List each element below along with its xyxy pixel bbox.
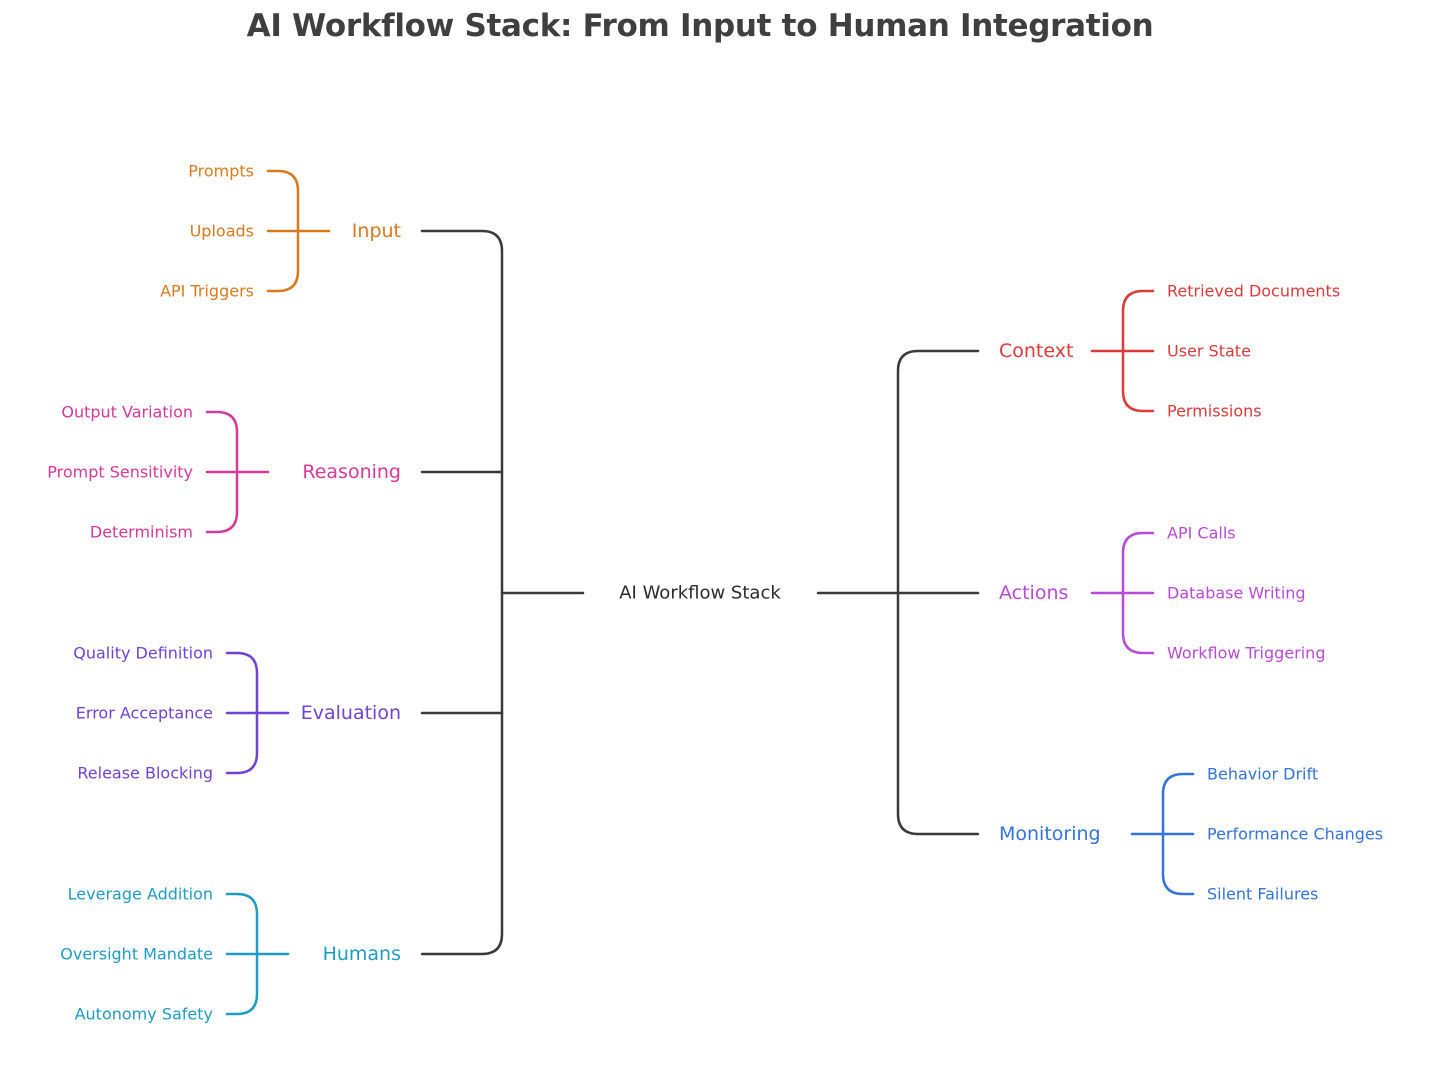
leaf-input-1: Uploads — [190, 222, 254, 241]
leaf-actions-0: API Calls — [1167, 524, 1236, 543]
leaf-monitoring-1: Performance Changes — [1207, 825, 1383, 844]
leaf-humans-0: Leverage Addition — [68, 885, 213, 904]
diagram-labels: AI Workflow Stack Input PromptsUploadsAPI … — [47, 162, 1383, 1024]
leaf-actions-2: Workflow Triggering — [1167, 644, 1325, 663]
category-reasoning: Reasoning — [302, 461, 401, 483]
category-actions: Actions — [999, 582, 1068, 604]
leaf-evaluation-2: Release Blocking — [77, 764, 213, 783]
category-humans: Humans — [323, 943, 401, 965]
leaf-monitoring-0: Behavior Drift — [1207, 765, 1318, 784]
leaf-humans-2: Autonomy Safety — [75, 1005, 213, 1024]
leaf-humans-1: Oversight Mandate — [60, 945, 213, 964]
page-title: AI Workflow Stack: From Input to Human I… — [246, 8, 1154, 44]
leaf-monitoring-2: Silent Failures — [1207, 885, 1318, 904]
leaf-reasoning-2: Determinism — [90, 523, 193, 542]
leaf-input-2: API Triggers — [160, 282, 254, 301]
connector-lines — [205, 169, 1195, 1016]
category-context: Context — [999, 340, 1073, 362]
leaf-reasoning-1: Prompt Sensitivity — [47, 463, 193, 482]
leaf-input-0: Prompts — [188, 162, 254, 181]
category-input: Input — [352, 220, 401, 242]
leaf-actions-1: Database Writing — [1167, 584, 1306, 603]
leaf-evaluation-0: Quality Definition — [73, 644, 213, 663]
leaf-context-0: Retrieved Documents — [1167, 282, 1340, 301]
category-evaluation: Evaluation — [301, 702, 401, 724]
category-monitoring: Monitoring — [999, 823, 1101, 845]
leaf-reasoning-0: Output Variation — [61, 403, 193, 422]
leaf-evaluation-1: Error Acceptance — [76, 704, 213, 723]
leaf-context-1: User State — [1167, 342, 1251, 361]
leaf-context-2: Permissions — [1167, 402, 1262, 421]
left-trunk-connector — [420, 229, 504, 956]
root-node-label: AI Workflow Stack — [619, 583, 781, 604]
